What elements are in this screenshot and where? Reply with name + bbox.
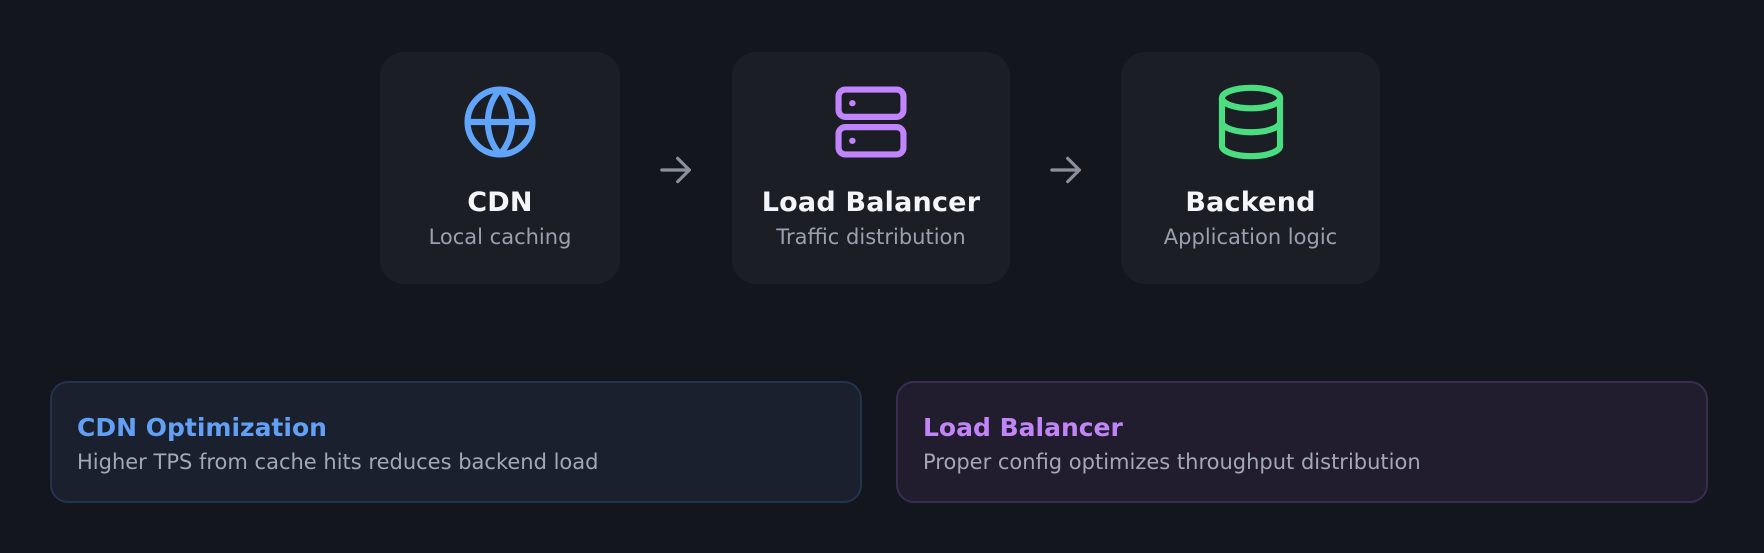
database-icon bbox=[1210, 81, 1292, 163]
cdn-optimization-card-title: CDN Optimization bbox=[77, 413, 327, 442]
cdn-node-title: CDN bbox=[467, 187, 533, 218]
arrow-right-icon bbox=[656, 150, 696, 190]
architecture-flow: CDN Local caching Load Balancer Traffic … bbox=[0, 52, 1764, 284]
server-icon bbox=[830, 81, 912, 163]
load-balancer-card-title: Load Balancer bbox=[923, 413, 1123, 442]
backend-node-title: Backend bbox=[1185, 187, 1316, 218]
load-balancer-card: Load Balancer Proper config optimizes th… bbox=[896, 381, 1708, 503]
backend-node-subtitle: Application logic bbox=[1163, 225, 1338, 249]
cdn-optimization-card: CDN Optimization Higher TPS from cache h… bbox=[50, 381, 862, 503]
load-balancer-node: Load Balancer Traffic distribution bbox=[732, 52, 1010, 284]
load-balancer-node-subtitle: Traffic distribution bbox=[776, 225, 966, 249]
load-balancer-node-title: Load Balancer bbox=[761, 187, 981, 218]
globe-icon bbox=[459, 81, 541, 163]
load-balancer-card-text: Proper config optimizes throughput distr… bbox=[923, 450, 1421, 474]
backend-node: Backend Application logic bbox=[1121, 52, 1380, 284]
cdn-optimization-card-text: Higher TPS from cache hits reduces backe… bbox=[77, 450, 599, 474]
cdn-node: CDN Local caching bbox=[380, 52, 620, 284]
cdn-node-subtitle: Local caching bbox=[428, 225, 572, 249]
arrow-right-icon bbox=[1046, 150, 1086, 190]
